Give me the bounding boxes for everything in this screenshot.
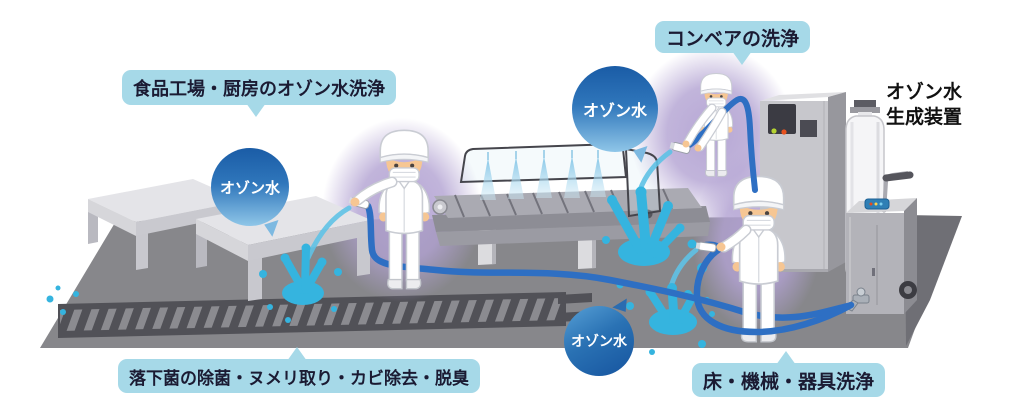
cart-shadow xyxy=(905,215,962,346)
label-conveyor-cleaning-text: コンベアの洗浄 xyxy=(666,27,800,50)
label-conveyor-cleaning: コンベアの洗浄 xyxy=(655,21,811,65)
label-tail xyxy=(732,51,752,65)
water-splash-conveyor xyxy=(602,186,710,303)
ozone-water-text: オゾン水 xyxy=(219,178,280,197)
ozone-water-text: オゾン水 xyxy=(582,101,647,120)
label-floor-machine-cleaning: 床・機械・器具洗浄 xyxy=(692,351,886,397)
worker-arms-overlay xyxy=(350,103,752,253)
label-floor-machine-cleaning-text: 床・機械・器具洗浄 xyxy=(703,370,875,393)
hose-nozzle-floor xyxy=(695,241,717,253)
ozone-water-text: オゾン水 xyxy=(571,334,627,350)
ozone-water-bubble-3: オゾン水 xyxy=(564,295,634,376)
spray-nozzles xyxy=(480,150,606,200)
ozone-generator-title: オゾン水 生成装置 xyxy=(886,81,963,129)
label-tail xyxy=(776,351,796,365)
ozone-water-bubble-2: オゾン水 xyxy=(572,66,658,164)
hose-tables-worker xyxy=(364,202,852,321)
label-factory-cleaning: 食品工場・厨房のオゾン水洗浄 xyxy=(122,70,396,117)
floor-drain-grate xyxy=(58,292,592,338)
ozone-generator-cabinet xyxy=(760,92,846,272)
portable-ozone-cart xyxy=(845,171,962,346)
status-light-green xyxy=(771,128,777,134)
label-drain-benefits: 落下菌の除菌・ヌメリ取り・カビ除去・脱臭 xyxy=(118,347,480,393)
label-tail xyxy=(287,347,307,361)
ozone-water-bubble-1: オゾン水 xyxy=(211,148,289,238)
cart-handle xyxy=(882,171,914,182)
label-tail xyxy=(246,103,266,117)
label-drain-benefits-text: 落下菌の除菌・ヌメリ取り・カビ除去・脱臭 xyxy=(129,368,469,389)
work-table-front xyxy=(196,196,371,301)
label-factory-cleaning-text: 食品工場・厨房のオゾン水洗浄 xyxy=(133,78,385,100)
status-light-red xyxy=(781,129,787,135)
water-splash-tables xyxy=(46,243,342,323)
